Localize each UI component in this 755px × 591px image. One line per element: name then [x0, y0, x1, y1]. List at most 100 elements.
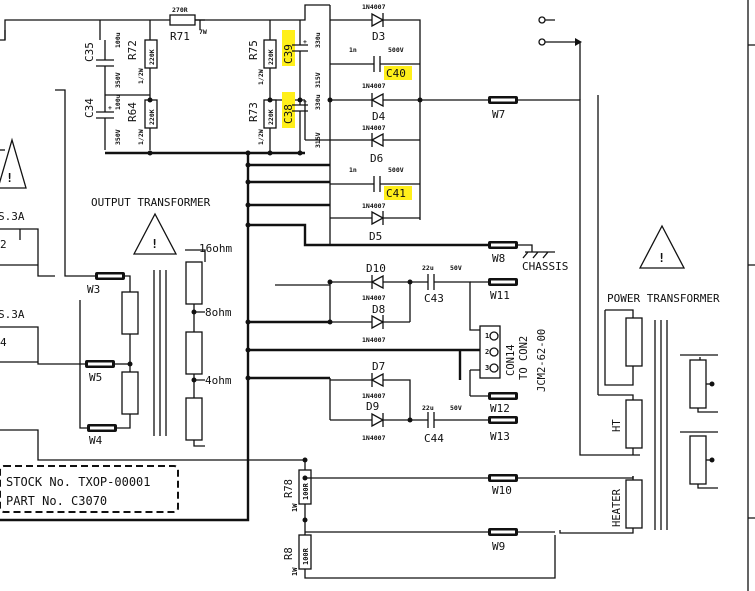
warning-mark-output: ! — [151, 237, 158, 251]
c40-label: C40 — [386, 67, 406, 80]
r71-value: 270R — [172, 6, 188, 14]
transformer-primary-1 — [121, 291, 139, 335]
r64-power: 1/2W — [137, 129, 145, 145]
c38-value: 330u — [314, 94, 322, 110]
chassis-label: CHASSIS — [522, 260, 568, 273]
d4-part: 1N4007 — [362, 82, 386, 90]
warning-mark-left: ! — [6, 171, 13, 185]
con14-pin-2: 2 — [485, 348, 489, 356]
c40-value: 1n — [349, 46, 357, 54]
c39-voltage: 315V — [314, 72, 322, 88]
r73-value: 220K — [267, 109, 275, 125]
resistor-r71 — [169, 14, 196, 26]
transformer-primary-2 — [121, 371, 139, 415]
r71-label: R71 — [170, 30, 190, 43]
c41-highlight — [384, 186, 412, 200]
d4-label: D4 — [372, 110, 386, 123]
diode-d7 — [370, 372, 384, 388]
resistor-r72 — [144, 39, 158, 69]
stock-part-box — [0, 465, 179, 513]
w5-label: W5 — [89, 371, 102, 384]
c44-label: C44 — [424, 432, 444, 445]
d7-part: 1N4007 — [362, 392, 386, 400]
r8-value: 100R — [302, 547, 310, 565]
r73-label: R73 — [247, 102, 260, 122]
c43-voltage: 50V — [450, 264, 462, 272]
c41-voltage: 500V — [388, 166, 404, 174]
to-con2-label: TO CON2 — [518, 336, 530, 380]
r75-label: R75 — [247, 40, 260, 60]
c35-label: C35 — [83, 42, 96, 62]
transformer-secondary-1 — [185, 261, 203, 305]
diode-d6 — [370, 132, 384, 148]
fuse-top-sub: 2 — [0, 238, 7, 251]
con14-label: CON14 — [505, 344, 517, 376]
c35-voltage: 350V — [114, 72, 122, 88]
diode-d3 — [371, 12, 385, 28]
d3-part: 1N4007 — [362, 3, 386, 11]
diode-d4 — [370, 92, 384, 108]
w3-label: W3 — [87, 283, 100, 296]
c41-label: C41 — [386, 187, 406, 200]
d10-label: D10 — [366, 262, 386, 275]
diode-d8 — [371, 314, 385, 330]
c39-label: C39 — [282, 44, 295, 64]
w13-label: W13 — [490, 430, 510, 443]
transformer-secondary-2 — [185, 331, 203, 375]
r78-label: R78 — [283, 479, 295, 498]
w7-label: W7 — [492, 108, 505, 121]
c43-value: 22u — [422, 264, 434, 272]
output-transformer-title: OUTPUT TRANSFORMER — [91, 196, 211, 209]
ht-label: HT — [611, 419, 623, 432]
diode-d9 — [371, 412, 385, 428]
d8-label: D8 — [372, 303, 385, 316]
tap-8ohm: 8ohm — [205, 306, 232, 319]
d10-part: 1N4007 — [362, 294, 386, 302]
d5-label: D5 — [369, 230, 382, 243]
d8-part: 1N4007 — [362, 336, 386, 344]
d9-label: D9 — [366, 400, 379, 413]
c38-label: C38 — [282, 104, 295, 124]
fuse-mid-sub: 4 — [0, 336, 7, 349]
warning-mark-power: ! — [658, 251, 665, 265]
power-transformer-title: POWER TRANSFORMER — [607, 292, 720, 305]
r8-label: R8 — [283, 547, 295, 560]
c40-highlight — [384, 66, 412, 80]
part-number: PART No. C3070 — [6, 494, 107, 508]
w12-label: W12 — [490, 402, 510, 415]
heater-label: HEATER — [611, 488, 623, 527]
jcm-part-label: JCM2-62-00 — [536, 329, 548, 392]
d5-part: 1N4007 — [362, 202, 386, 210]
c44-value: 22u — [422, 404, 434, 412]
fuse-mid-label: S.3A — [0, 308, 25, 321]
r72-label: R72 — [126, 40, 139, 60]
d7-label: D7 — [372, 360, 385, 373]
c35-value: 100u — [114, 32, 122, 48]
d3-label: D3 — [372, 30, 385, 43]
power-primary-1 — [625, 317, 643, 367]
r72-value: 220K — [148, 49, 156, 65]
r8-power: 1W — [291, 567, 299, 576]
diode-d5 — [371, 210, 385, 226]
power-primary-heater — [625, 479, 643, 529]
r75-value: 220K — [267, 49, 275, 65]
d9-part: 1N4007 — [362, 434, 386, 442]
r73-power: 1/2W — [257, 129, 265, 145]
r64-label: R64 — [126, 102, 139, 122]
warning-triangle-output — [132, 212, 178, 255]
r78-power: 1W — [291, 503, 299, 512]
warning-triangle-left — [0, 137, 27, 189]
r78-value: 100R — [302, 482, 310, 500]
tap-4ohm: 4ohm — [205, 374, 232, 387]
stock-number: STOCK No. TXOP-00001 — [6, 475, 151, 489]
r71-power: 7W — [199, 28, 207, 36]
c34-value: 100u — [114, 94, 122, 110]
w4-label: W4 — [89, 434, 103, 447]
con14-pin-3: 3 — [485, 364, 489, 372]
transformer-secondary-3 — [185, 397, 203, 441]
power-secondary-2 — [689, 435, 707, 485]
d6-part: 1N4007 — [362, 124, 386, 132]
tap-16ohm: 16ohm — [199, 242, 232, 255]
fuse-top-label: S.3A — [0, 210, 25, 223]
